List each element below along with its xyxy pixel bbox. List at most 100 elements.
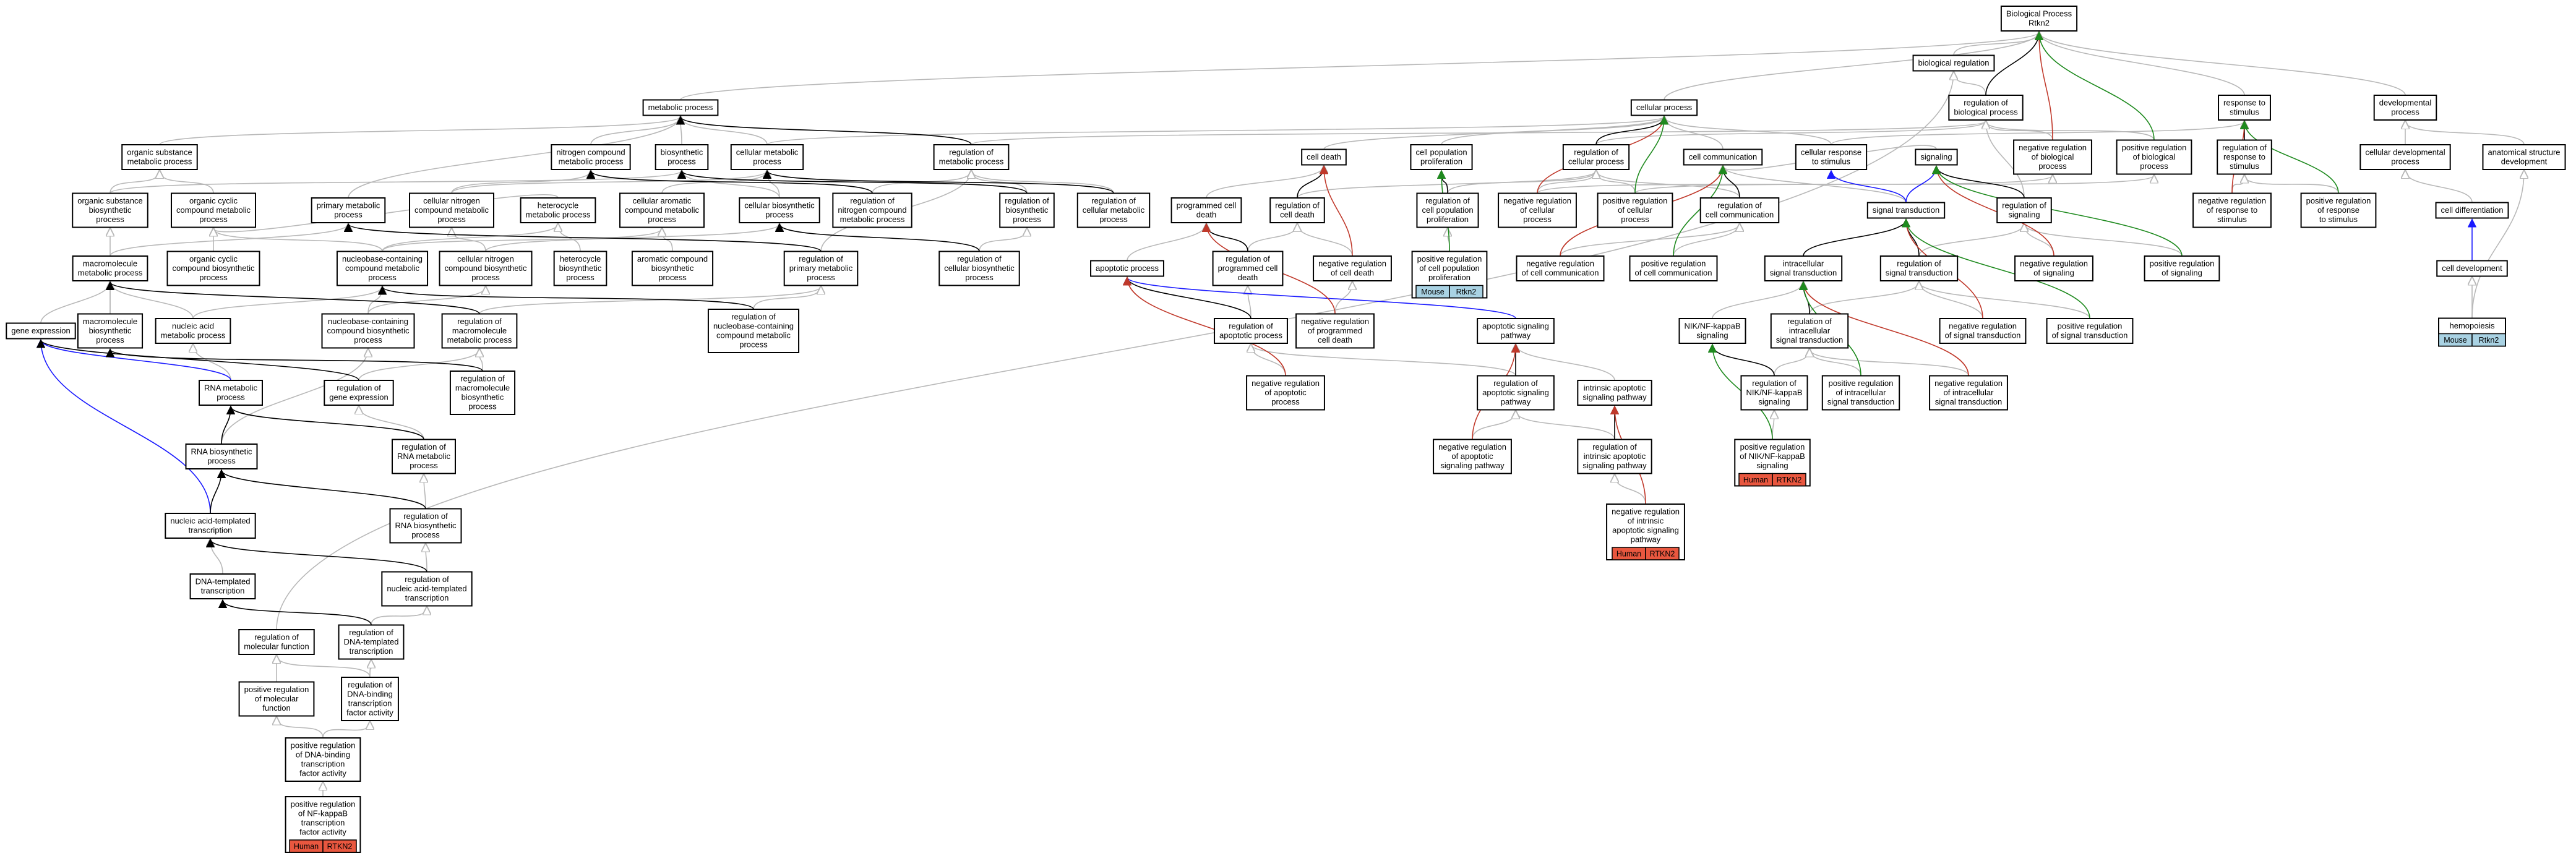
go-term-node[interactable]: cell differentiation bbox=[2435, 202, 2509, 219]
go-term-node[interactable]: regulation ofnucleobase-containingcompou… bbox=[707, 309, 800, 353]
go-term-node[interactable]: biological regulation bbox=[1912, 54, 1995, 72]
go-term-node[interactable]: cell communication bbox=[1683, 148, 1763, 166]
go-term-node[interactable]: apoptotic process bbox=[1090, 260, 1164, 277]
go-term-node[interactable]: metabolic process bbox=[642, 99, 719, 116]
go-term-node[interactable]: cellular process bbox=[1630, 99, 1698, 116]
go-term-node[interactable]: cell development bbox=[2436, 260, 2508, 277]
go-term-node[interactable]: cell death bbox=[1301, 148, 1347, 166]
go-term-node[interactable]: gene expression bbox=[6, 322, 76, 340]
go-term-node[interactable]: regulation ofmacromoleculebiosyntheticpr… bbox=[449, 371, 516, 415]
go-term-node[interactable]: signal transduction bbox=[1866, 202, 1946, 219]
go-term-node[interactable]: regulation ofDNA-bindingtranscriptionfac… bbox=[341, 677, 399, 721]
go-term-node[interactable]: signaling bbox=[1915, 148, 1958, 166]
